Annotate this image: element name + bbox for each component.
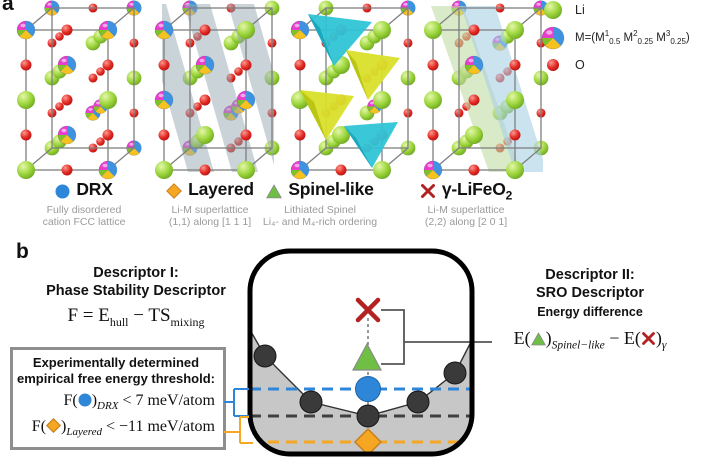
descriptor1-title: Descriptor I:	[93, 265, 179, 281]
layered-threshold-formula: F()Layered < −11 meV/atom	[31, 418, 215, 439]
spinel-triangle-marker	[351, 342, 383, 371]
structure-caption-gamma: Li-M superlattice(2,2) along [2 0 1]	[424, 204, 508, 228]
structure-label-layered: Layered	[130, 179, 290, 202]
drx-structure-illustration	[16, 0, 142, 180]
descriptor2-caption: Energy difference	[537, 305, 643, 319]
threshold-box: Experimentally determined empirical free…	[10, 347, 226, 451]
descriptor2-subtitle: SRO Descriptor	[536, 284, 644, 301]
landscape-box-border	[247, 248, 475, 457]
gamma-x-icon	[420, 184, 435, 198]
drx-circle-marker	[355, 376, 381, 402]
descriptor1-subtitle: Phase Stability Descriptor	[46, 282, 226, 299]
descriptor2-title: Descriptor II:	[545, 267, 635, 283]
sro-formula: E()Spinel−like − E()γ	[513, 328, 667, 352]
panel-a-label: a	[2, 0, 14, 15]
spinel-triangle-icon	[530, 332, 546, 346]
m-sphere-icon	[541, 25, 565, 50]
threshold-heading-2: empirical free energy threshold:	[17, 370, 215, 386]
li-sphere-icon	[544, 1, 562, 19]
layered-structure-illustration	[154, 0, 280, 179]
energy-surface-fill	[250, 330, 472, 454]
hull-configuration-markers	[253, 344, 467, 428]
legend-item-m: M=(M10.5 M20.25 M30.25)	[540, 23, 690, 52]
phase-stability-formula: F = Ehull − TSmixing	[67, 305, 205, 329]
descriptor2-block: Descriptor II: SRO Descriptor Energy dif…	[477, 267, 702, 352]
drx-circle-icon	[78, 393, 92, 407]
gamma-lifeo2-structure-illustration	[423, 0, 549, 180]
gamma-x-icon	[641, 332, 655, 345]
panel-b-label: b	[16, 240, 29, 263]
structure-label-drx: DRX	[4, 179, 164, 202]
legend-label-m: M=(M10.5 M20.25 M30.25)	[575, 28, 690, 47]
legend: Li M=(M10.5 M20.25 M30.25) O	[540, 0, 690, 78]
spinel-structure-illustration	[290, 0, 416, 180]
structure-name: DRX	[76, 179, 113, 200]
structure-name: γ-LiFeO	[441, 179, 506, 200]
structure-label-gamma: γ-LiFeO2	[386, 179, 546, 203]
gamma-x-marker	[355, 297, 381, 323]
structure-caption-layered: Li-M superlattice(1,1) along [1 1 1]	[168, 204, 252, 228]
legend-item-o: O	[540, 52, 690, 78]
descriptor1-block: Descriptor I: Phase Stability Descriptor…	[22, 265, 250, 330]
legend-label-o: O	[575, 58, 585, 72]
drx-circle-icon	[55, 184, 70, 198]
drx-threshold-bracket	[224, 388, 249, 417]
structure-label-spinel: Spinel-like	[240, 179, 400, 202]
threshold-heading-1: Experimentally determined	[32, 355, 200, 370]
sro-bracket	[381, 309, 492, 365]
layered-diamond-icon	[166, 183, 183, 199]
spinel-triangle-icon	[266, 183, 283, 198]
energy-landscape-diagram	[247, 248, 492, 457]
structure-name: Spinel-like	[288, 179, 374, 200]
layered-diamond-icon	[45, 418, 62, 434]
legend-label-li: Li	[575, 3, 585, 17]
structure-name: Layered	[188, 179, 254, 200]
o-sphere-icon	[546, 58, 560, 72]
drx-threshold-formula: F()DRX < 7 meV/atom	[63, 392, 215, 413]
legend-item-li: Li	[540, 0, 690, 23]
